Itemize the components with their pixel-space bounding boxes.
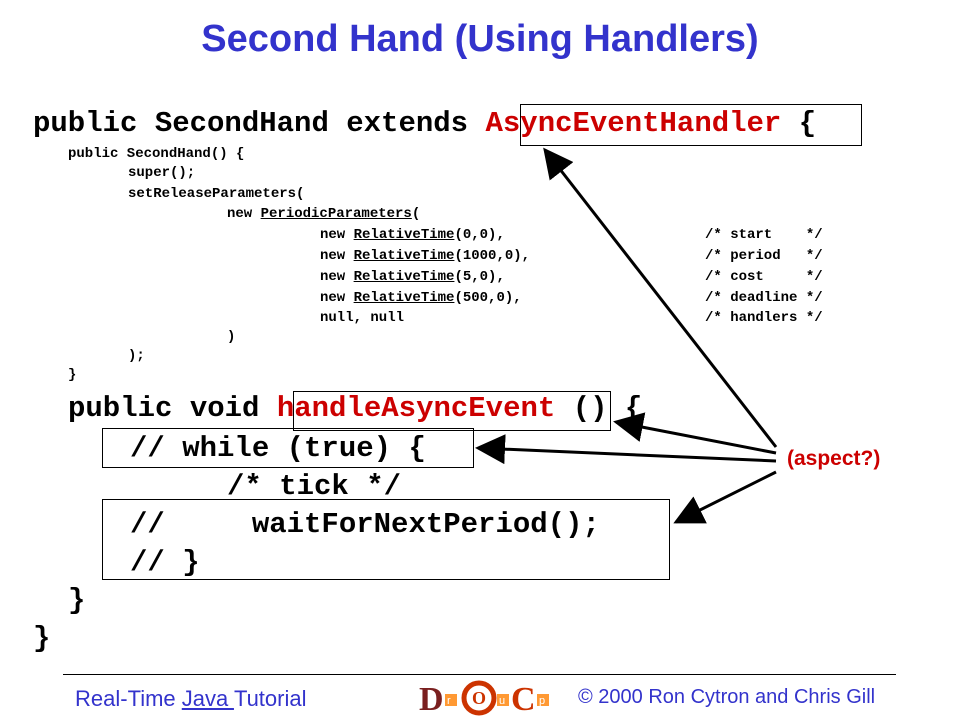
keyword-new: new [320,227,354,243]
wait-box [102,499,670,580]
comment-start: /* start */ [705,227,823,243]
ctor-super: super(); [128,165,196,181]
handler-prefix: public void [68,392,277,425]
aspect-label: (aspect?) [787,447,881,470]
handle-async-event-name: handleAsyncEvent [276,392,556,425]
ctor-close-brace: } [68,367,77,383]
arg-value: (1000,0), [454,248,531,264]
ctor-close-call: ); [128,348,145,364]
class-decl-brace: { [781,107,817,140]
relative-time-link: RelativeTime [353,290,455,306]
logo-square-3 [537,694,549,706]
footer-title-post: Tutorial [233,686,307,711]
ctor-new-periodic: new PeriodicParameters( [227,206,420,222]
footer-course-title: Real-Time Java Tutorial [75,686,307,712]
close-method-brace: } [68,584,86,617]
logo-circle [461,680,497,716]
footer-title-pre: Real-Time [75,686,182,711]
keyword-new: new [320,269,354,285]
keyword-new: new [320,290,354,306]
close-class-brace: } [33,622,51,655]
relative-time-link: RelativeTime [353,227,455,243]
arg-value: (5,0), [454,269,505,285]
logo-square-1 [445,694,457,706]
ctor-nulls: null, null [320,310,405,326]
async-event-handler-type: AsyncEventHandler [485,107,782,140]
handle-async-event-box [293,391,611,431]
periodic-parameters-link: PeriodicParameters [260,206,412,222]
paren-open: ( [411,206,421,222]
ctor-arg-start: new RelativeTime(0,0), [320,227,505,243]
footer-java-link[interactable]: Java [181,686,234,711]
logo-letter-p: p [539,695,545,707]
arrow-to-while-box [475,434,777,465]
comment-cost: /* cost */ [705,269,823,285]
arrow-to-wait-box [673,470,777,524]
relative-time-link: RelativeTime [353,248,455,264]
while-box [102,428,474,468]
comment-handlers: /* handlers */ [705,310,823,326]
logo-letter-o: O [472,688,486,708]
logo-letter-c: C [511,681,536,716]
class-declaration: public SecondHand extends AsyncEventHand… [33,107,816,140]
relative-time-link: RelativeTime [353,269,455,285]
ctor-set-release: setReleaseParameters( [128,186,305,202]
doc-group-logo: D r O u C p [419,680,549,716]
close-while-line: // } [130,546,200,579]
footer-divider [63,674,896,675]
arg-value: (500,0), [454,290,522,306]
ctor-arg-cost: new RelativeTime(5,0), [320,269,505,285]
logo-letter-d: D [419,681,444,716]
footer-copyright: © 2000 Ron Cytron and Chris Gill [578,686,876,708]
slide-title: Second Hand (Using Handlers) [201,18,759,60]
while-line: // while (true) { [130,432,426,465]
async-event-handler-box [520,104,862,146]
class-decl-prefix: public SecondHand extends [33,107,486,140]
keyword-new: new [320,248,354,264]
wait-line: // waitForNextPeriod(); [130,508,600,541]
logo-square-2 [497,694,509,706]
ctor-signature: public SecondHand() { [68,146,245,162]
comment-period: /* period */ [705,248,823,264]
comment-deadline: /* deadline */ [705,290,823,306]
arrow-to-handle-async-event [613,412,777,455]
logo-letter-u: u [499,695,505,707]
logo-letter-r: r [447,695,451,707]
ctor-close-paren: ) [227,329,236,345]
ctor-arg-deadline: new RelativeTime(500,0), [320,290,522,306]
keyword-new: new [227,206,261,222]
tick-comment: /* tick */ [227,470,402,503]
arg-value: (0,0), [454,227,505,243]
ctor-arg-period: new RelativeTime(1000,0), [320,248,530,264]
